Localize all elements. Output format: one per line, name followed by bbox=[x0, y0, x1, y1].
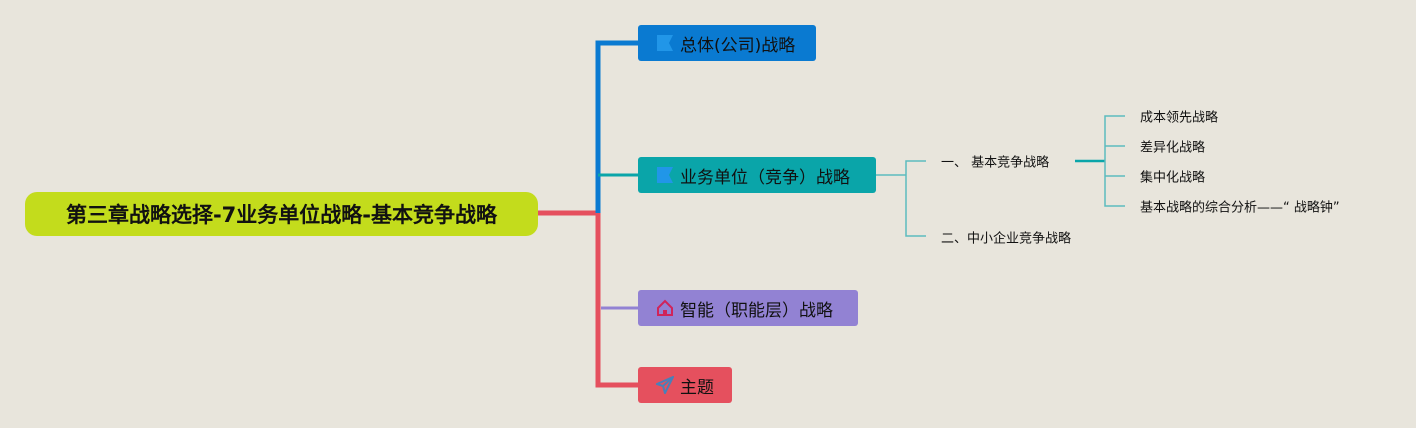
subtopic-differentiation[interactable]: 差异化战略 bbox=[1140, 140, 1206, 156]
branch-business-unit-strategy[interactable]: 业务单位（竞争）战略 bbox=[638, 157, 876, 193]
paper-plane-icon bbox=[656, 376, 674, 394]
root-topic-label: 第三章战略选择-7业务单位战略-基本竞争战略 bbox=[65, 203, 498, 227]
branch-label: 智能（职能层）战略 bbox=[680, 300, 833, 321]
flag-icon bbox=[657, 167, 673, 183]
branch-functional-strategy[interactable]: 智能（职能层）战略 bbox=[638, 290, 858, 326]
subtopic-focus[interactable]: 集中化战略 bbox=[1140, 170, 1206, 186]
flag-icon bbox=[657, 35, 673, 51]
home-icon bbox=[657, 299, 673, 316]
branch-corporate-strategy[interactable]: 总体(公司)战略 bbox=[638, 25, 816, 61]
subtopic-cost-leadership[interactable]: 成本领先战略 bbox=[1140, 110, 1219, 126]
branch-label: 主题 bbox=[680, 377, 714, 398]
subtopic-sme-competitive-strategy[interactable]: 二、中小企业竞争战略 bbox=[941, 231, 1072, 247]
branch-topic[interactable]: 主题 bbox=[638, 367, 732, 403]
subtopic-basic-competitive-strategy[interactable]: 一、 基本竞争战略 bbox=[941, 155, 1050, 171]
root-topic[interactable]: 第三章战略选择-7业务单位战略-基本竞争战略 bbox=[25, 192, 538, 236]
subtopic-strategy-clock[interactable]: 基本战略的综合分析——“ 战略钟” bbox=[1140, 200, 1340, 216]
branch-label: 业务单位（竞争）战略 bbox=[680, 167, 850, 188]
branch-label: 总体(公司)战略 bbox=[680, 35, 796, 56]
